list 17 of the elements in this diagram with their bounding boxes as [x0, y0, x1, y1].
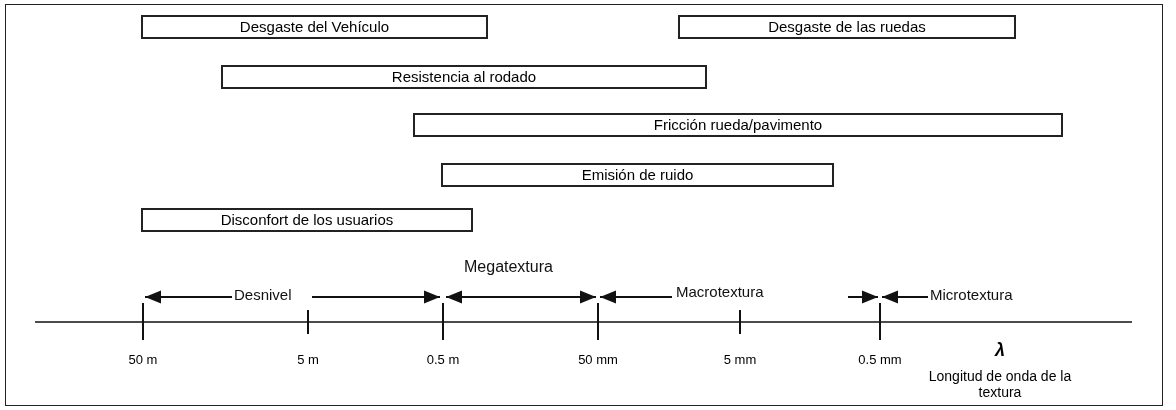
axis-symbol: λ: [995, 340, 1005, 361]
range-bar: Emisión de ruido: [441, 163, 834, 187]
tick-label: 50 mm: [578, 352, 618, 367]
range-bar: Disconfort de los usuarios: [141, 208, 473, 232]
tick-label: 5 mm: [723, 352, 757, 367]
tick-label: 5 m: [297, 352, 319, 367]
tick-label: 0.5 mm: [858, 352, 902, 367]
tick-label: 0.5 m: [426, 352, 460, 367]
range-bar: Fricción rueda/pavimento: [413, 113, 1063, 137]
tick-label: 50 m: [128, 352, 158, 367]
dimension-label: Microtextura: [928, 286, 1015, 303]
range-bar: Desgaste de las ruedas: [678, 15, 1016, 39]
axis-label: Megatextura: [462, 258, 555, 276]
axis-title: Longitud de onda de la textura: [927, 368, 1073, 400]
dimension-label: Desnivel: [232, 286, 294, 303]
range-bar: Resistencia al rodado: [221, 65, 707, 89]
range-bar: Desgaste del Vehículo: [141, 15, 488, 39]
